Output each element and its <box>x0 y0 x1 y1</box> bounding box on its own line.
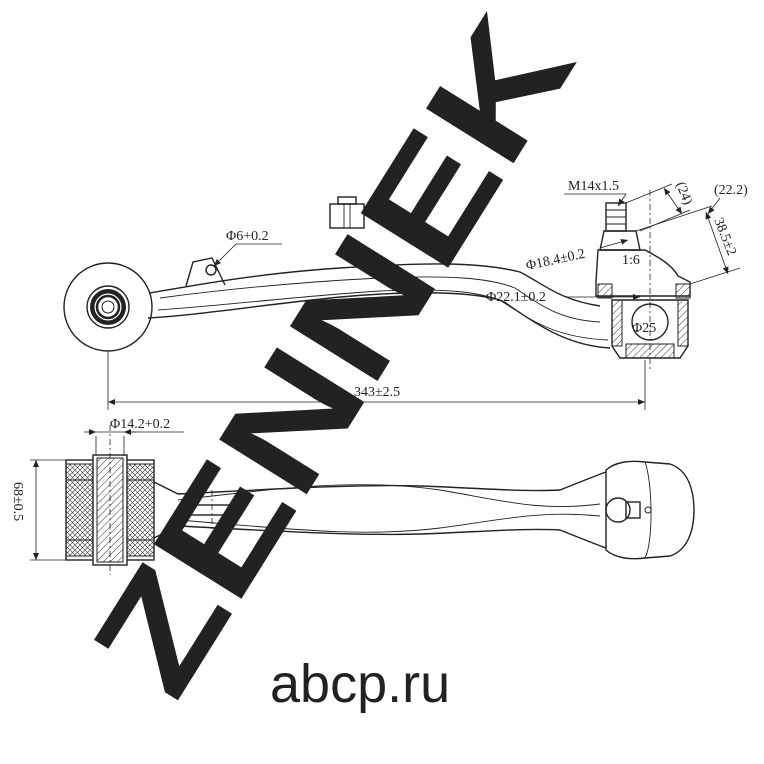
dim-bush-width: 68±0.5 <box>10 459 66 561</box>
dim-thread: M14x1.5 <box>564 179 627 207</box>
side-view: Φ14.2+0.2 68±0.5 <box>10 417 695 575</box>
dim-hole-label: Φ6+0.2 <box>226 229 269 244</box>
dim-bush-width-label: 68±0.5 <box>10 482 25 521</box>
dim-taper-label: 1:6 <box>622 253 640 268</box>
arm-side-profile <box>153 471 607 549</box>
dim-boot-dia-label: Φ22.1±0.2 <box>486 290 546 305</box>
dim-thread-label: M14x1.5 <box>568 179 619 194</box>
dim-length-label: 343±2.5 <box>354 385 400 400</box>
dim-hole: Φ6+0.2 <box>213 229 282 267</box>
dim-stud-dia-label: Φ18.4±0.2 <box>525 247 587 274</box>
site-watermark-text: abcp.ru <box>270 654 450 714</box>
dim-ball-dia-label: Φ25 <box>632 321 656 336</box>
nut-icon <box>329 196 365 229</box>
dim-length: 343±2.5 <box>107 352 646 410</box>
bushing-eye <box>63 262 153 352</box>
top-view: Φ6+0.2 M14x1.5 (24) (22.2) 38.5±2 <box>63 179 748 410</box>
dim-ball-height: 38.5±2 <box>635 205 741 285</box>
dim-ball-offset: (22.2) <box>707 183 748 215</box>
dim-taper: 1:6 <box>622 253 640 268</box>
brand-watermark: ZENNEK <box>60 0 605 722</box>
brand-watermark-text: ZENNEK <box>60 0 605 722</box>
dim-bush-bore: Φ14.2+0.2 <box>84 417 184 456</box>
bushing-section <box>65 425 155 575</box>
ball-joint-section <box>595 190 691 372</box>
ball-joint-side <box>605 460 695 560</box>
control-arm-body <box>147 257 611 349</box>
dim-ball-offset-label: (22.2) <box>714 183 748 198</box>
site-watermark: abcp.ru <box>270 654 450 714</box>
dim-bush-bore-label: Φ14.2+0.2 <box>110 417 170 432</box>
dim-boot-dia: Φ22.1±0.2 <box>486 290 640 305</box>
dim-stud-length-label: (24) <box>672 180 695 208</box>
dim-ball-dia: Φ25 <box>632 321 656 336</box>
dim-stud-dia: Φ18.4±0.2 <box>525 239 629 274</box>
